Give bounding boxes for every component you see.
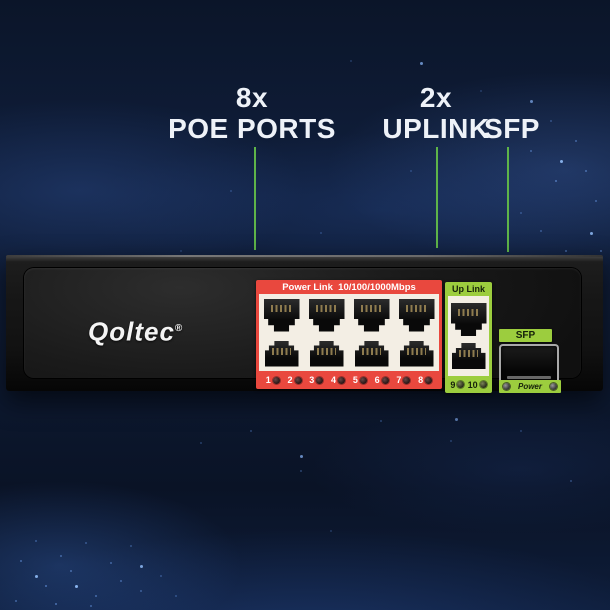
port-number-4: 4 (331, 375, 337, 385)
poe-port-led-7 (403, 376, 411, 384)
uplink-annotation: 2x UPLINK (336, 82, 536, 144)
poe-port-led-6 (381, 376, 389, 384)
power-label: Power (517, 382, 542, 391)
uplink-panel-header: Up Link (452, 284, 485, 294)
poe-port-led-5 (359, 376, 367, 384)
poe-port-led-1 (272, 376, 280, 384)
poe-port-led-3 (316, 376, 324, 384)
uplink-pointer-line (436, 147, 438, 248)
poe-rj45-port-5 (353, 298, 390, 332)
poe-rj45-port-7 (398, 298, 435, 332)
poe-ports-label: POE PORTS (168, 113, 336, 144)
brand-logo: Qoltec® (88, 316, 182, 345)
poe-port-panel: Power Link 10/100/1000Mbps 1 2 3 4 (256, 280, 442, 389)
port-number-10: 10 (467, 379, 478, 390)
registered-trademark-icon: ® (174, 323, 183, 334)
switch-front-panel: Qoltec® Power Link 10/100/1000Mbps 1 2 (24, 268, 581, 393)
port-number-7: 7 (396, 375, 402, 385)
poe-panel-header: Power Link 10/100/1000Mbps (282, 281, 416, 293)
port-number-1: 1 (265, 375, 271, 385)
poe-pointer-line (254, 147, 256, 250)
sfp-panel-label: SFP (499, 329, 552, 342)
port-number-8: 8 (418, 375, 424, 385)
uplink-count-label: 2x (419, 82, 453, 113)
uplink-label: UPLINK (382, 113, 490, 144)
port-number-3: 3 (309, 375, 315, 385)
sfp-label-text: SFP (484, 113, 540, 144)
poe-rj45-port-3 (308, 298, 345, 332)
poe-rj45-port-8 (399, 340, 434, 367)
uplink-port-column (448, 296, 489, 376)
uplink-port-led-9 (457, 381, 465, 388)
uplink-port-led-10 (479, 381, 487, 388)
port-number-9: 9 (450, 379, 456, 390)
poe-port-led-8 (425, 376, 433, 384)
sfp-cage-port (499, 344, 559, 384)
poe-port-led-2 (294, 376, 302, 384)
poe-port-grid (259, 294, 439, 371)
port-number-2: 2 (287, 375, 293, 385)
power-led (549, 383, 557, 390)
sfp-pointer-line (507, 147, 509, 252)
uplink-rj45-port-9 (450, 303, 487, 336)
sfp-led (503, 383, 510, 390)
poe-rj45-port-1 (263, 298, 300, 332)
poe-rj45-port-2 (264, 340, 299, 367)
brand-name: Qoltec (88, 316, 175, 347)
uplink-rj45-port-10 (451, 343, 486, 369)
poe-port-numbers-strip: 1 2 3 4 5 6 7 8 (258, 371, 440, 389)
sfp-annotation: SFP (462, 113, 562, 144)
uplink-port-panel: Up Link 9 10 (445, 282, 492, 393)
port-number-6: 6 (374, 375, 380, 385)
poe-rj45-port-4 (309, 340, 344, 367)
poe-annotation: 8x POE PORTS (152, 82, 352, 144)
uplink-port-numbers-strip: 9 10 (447, 376, 490, 393)
poe-count-label: 8x (235, 82, 269, 113)
power-indicator-strip: Power (499, 380, 561, 393)
poe-rj45-port-6 (354, 340, 389, 367)
poe-port-led-4 (338, 376, 346, 384)
port-number-5: 5 (352, 375, 358, 385)
network-switch: Qoltec® Power Link 10/100/1000Mbps 1 2 (6, 255, 603, 393)
